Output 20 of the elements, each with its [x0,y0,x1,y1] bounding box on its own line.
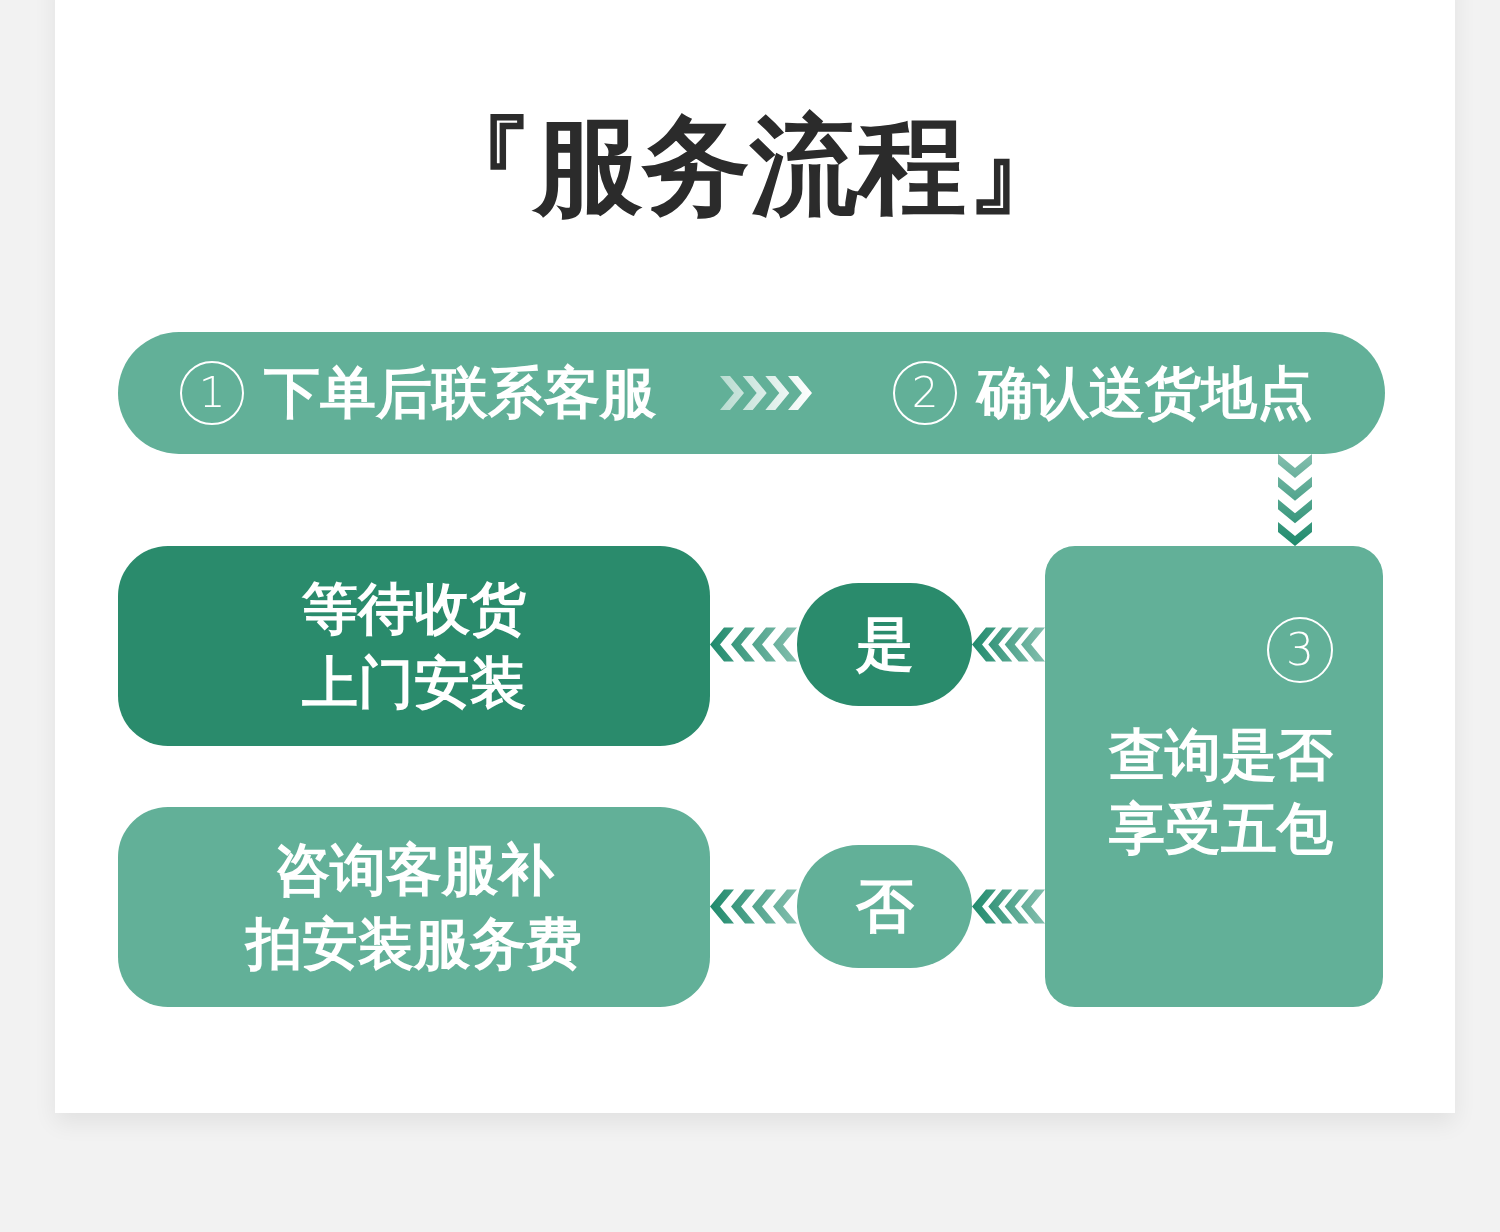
chevron-arrow [1278,454,1312,546]
chevron-arrow [710,889,797,924]
step-text: 下单后联系客服 [264,359,656,427]
process-box [118,546,710,746]
step-number: 3 [1267,617,1333,683]
process-box [1045,546,1383,1007]
step-number: 1 [180,361,244,425]
title: 『服务流程』 [425,102,1075,230]
step-number: 2 [893,361,957,425]
step-text: 等待收货上门安装 [302,575,526,717]
step-text: 确认送货地点 [977,359,1313,427]
chevron-arrow [710,627,797,662]
step-text: 查询是否享受五包 [1107,721,1334,863]
chevron-arrow [972,889,1045,924]
process-box [118,807,710,1007]
step-text: 咨询客服补拍安装服务费 [246,836,582,978]
chevron-arrow [972,627,1045,662]
answer-label: 是 [855,609,914,680]
chevron-arrow [720,376,812,410]
answer-label: 否 [855,871,914,942]
